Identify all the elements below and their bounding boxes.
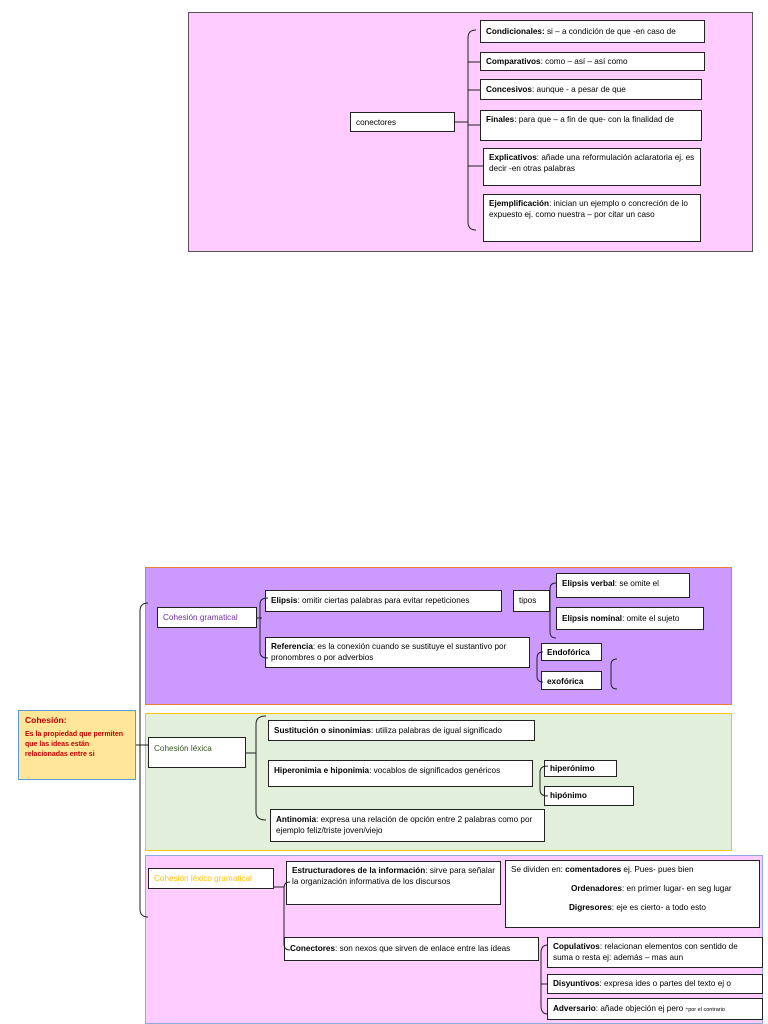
ejemplificacion-term: Ejemplificación xyxy=(489,199,550,208)
antonimia-term: Antinomia xyxy=(276,815,317,824)
tipos-label: tipos xyxy=(519,596,537,605)
explicativos-text: : añade una reformulación aclaratoria ej… xyxy=(489,153,695,173)
elipsis-nominal-term: Elipsis nominal xyxy=(562,614,623,623)
elipsis-verbal-text: : se omite el xyxy=(614,579,659,588)
hiperonimia-box: Hiperonimia e hiponimia: vocablos de sig… xyxy=(268,760,533,787)
conectores-bottom-text: : son nexos que sirven de enlace entre l… xyxy=(335,944,511,953)
conectores-root-label: conectores xyxy=(356,118,397,127)
elipsis-nominal-box: Elipsis nominal: omite el sujeto xyxy=(556,607,704,630)
endoforica-label: Endofórica xyxy=(547,648,590,657)
hiponimo-label: hipónimo xyxy=(550,791,587,800)
cohesion-lexico-gramatical-box: Cohesión léxico gramatical xyxy=(148,868,274,889)
digresores-text: : eje es cierto- a todo esto xyxy=(611,903,706,912)
referencia-text: : es la conexión cuando se sustituye el … xyxy=(271,642,507,662)
elipsis-term: Elipsis xyxy=(271,596,298,605)
comparativos-term: Comparativos xyxy=(486,57,541,66)
hiperonimia-term: Hiperonimia e hiponimia xyxy=(274,766,370,775)
concesivos-text: : aunque - a pesar de que xyxy=(531,85,626,94)
finales-box: Finales: para que – a fin de que- con la… xyxy=(480,110,702,141)
comentadores-term: comentadores xyxy=(565,865,622,874)
tipos-box: tipos xyxy=(513,590,550,612)
comparativos-text: : como – así – así como xyxy=(540,57,628,66)
cohesion-lexico-gramatical-label: Cohesión léxico gramatical xyxy=(154,874,252,883)
conectores-root-box: conectores xyxy=(350,112,455,132)
copulativos-box: Copulativos: relacionan elementos con se… xyxy=(547,937,763,968)
cohesion-root-desc: Es la propiedad que permiten que las ide… xyxy=(25,731,124,758)
estructuradores-term: Estructuradores de la información xyxy=(292,866,426,875)
ordenadores-line: Ordenadores: en primer lugar- en seg lug… xyxy=(511,883,754,894)
sustitucion-term: Sustitución o sinonimias xyxy=(274,726,371,735)
endoforica-box: Endofórica xyxy=(541,643,602,661)
digresores-term: Digresores xyxy=(569,903,612,912)
referencia-term: Referencia xyxy=(271,642,313,651)
condicionales-box: Condicionales: si – a condición de que -… xyxy=(480,20,705,43)
cohesion-lexica-label: Cohesión léxica xyxy=(154,744,212,753)
explicativos-box: Explicativos: añade una reformulación ac… xyxy=(483,148,701,186)
ejemplificacion-box: Ejemplificación: inician un ejemplo o co… xyxy=(483,194,701,242)
sustitucion-text: : utiliza palabras de igual significado xyxy=(370,726,502,735)
referencia-box: Referencia: es la conexión cuando se sus… xyxy=(265,637,530,668)
copulativos-term: Copulativos xyxy=(553,942,600,951)
explicativos-term: Explicativos xyxy=(489,153,537,162)
hiponimo-box: hipónimo xyxy=(544,786,634,806)
comparativos-box: Comparativos: como – así – así como xyxy=(480,52,705,71)
hiperonimo-box: hiperónimo xyxy=(544,760,617,777)
disyuntivos-box: Disyuntivos: expresa ides o partes del t… xyxy=(547,974,763,994)
condicionales-text: si – a condición de que -en caso de xyxy=(544,27,676,36)
dividen-box: Se dividen en: comentadores ej. Pues- pu… xyxy=(505,860,760,928)
cohesion-gramatical-label: Cohesión gramatical xyxy=(163,613,238,622)
disyuntivos-text: : expresa ides o partes del texto ej o xyxy=(599,979,731,988)
elipsis-verbal-term: Elipsis verbal xyxy=(562,579,615,588)
conectores-bottom-term: Conectores xyxy=(290,944,336,953)
condicionales-term: Condicionales: xyxy=(486,27,545,36)
cohesion-lexica-box: Cohesión léxica xyxy=(148,737,246,768)
finales-term: Finales xyxy=(486,115,515,124)
adversario-small: por el contrario xyxy=(688,1007,725,1013)
adversario-term: Adversario xyxy=(553,1004,596,1013)
ordenadores-term: Ordenadores xyxy=(571,884,622,893)
comentadores-line: Se dividen en: comentadores ej. Pues- pu… xyxy=(511,864,754,875)
ordenadores-text: : en primer lugar- en seg lugar xyxy=(621,884,732,893)
exoforica-box: exofórica xyxy=(541,671,602,690)
adversario-box: Adversario: añade objeción ej pero -por … xyxy=(547,998,763,1020)
finales-text: : para que – a fin de que- con la finali… xyxy=(514,115,674,124)
antonimia-text: : expresa una relación de opción entre 2… xyxy=(276,815,533,835)
exoforica-label: exofórica xyxy=(547,677,584,686)
disyuntivos-term: Disyuntivos xyxy=(553,979,600,988)
elipsis-box: Elipsis: omitir ciertas palabras para ev… xyxy=(265,590,502,612)
sustitucion-box: Sustitución o sinonimias: utiliza palabr… xyxy=(268,720,535,741)
adversario-text: : añade objeción ej pero - xyxy=(595,1004,689,1013)
ejemplificacion-text: : inician un ejemplo o concreción de lo … xyxy=(489,199,688,219)
hiperonimia-text: : vocablos de significados genéricos xyxy=(369,766,501,775)
copulativos-text: : relacionan elementos con sentido de su… xyxy=(553,942,738,962)
antonimia-box: Antinomia: expresa una relación de opció… xyxy=(270,809,545,842)
elipsis-verbal-box: Elipsis verbal: se omite el xyxy=(556,573,690,598)
cohesion-root-title: Cohesión: xyxy=(25,715,67,725)
estructuradores-text: : sirve para señalar la organización inf… xyxy=(292,866,495,886)
elipsis-text: : omitir ciertas palabras para evitar re… xyxy=(297,596,470,605)
concesivos-term: Concesivos xyxy=(486,85,532,94)
cohesion-gramatical-box: Cohesión gramatical xyxy=(157,607,257,628)
hiperonimo-label: hiperónimo xyxy=(550,764,595,773)
comentadores-text: ej. Pues- pues bien xyxy=(621,865,694,874)
elipsis-nominal-text: : omite el sujeto xyxy=(622,614,680,623)
digresores-line: Digresores: eje es cierto- a todo esto xyxy=(511,902,754,913)
cohesion-root-box: Cohesión: Es la propiedad que permiten q… xyxy=(18,710,136,780)
concesivos-box: Concesivos: aunque - a pesar de que xyxy=(480,79,702,100)
conectores-bottom-box: Conectores: son nexos que sirven de enla… xyxy=(284,937,539,961)
estructuradores-box: Estructuradores de la información: sirve… xyxy=(286,861,501,905)
dividen-prefix: Se dividen en: xyxy=(511,865,566,874)
